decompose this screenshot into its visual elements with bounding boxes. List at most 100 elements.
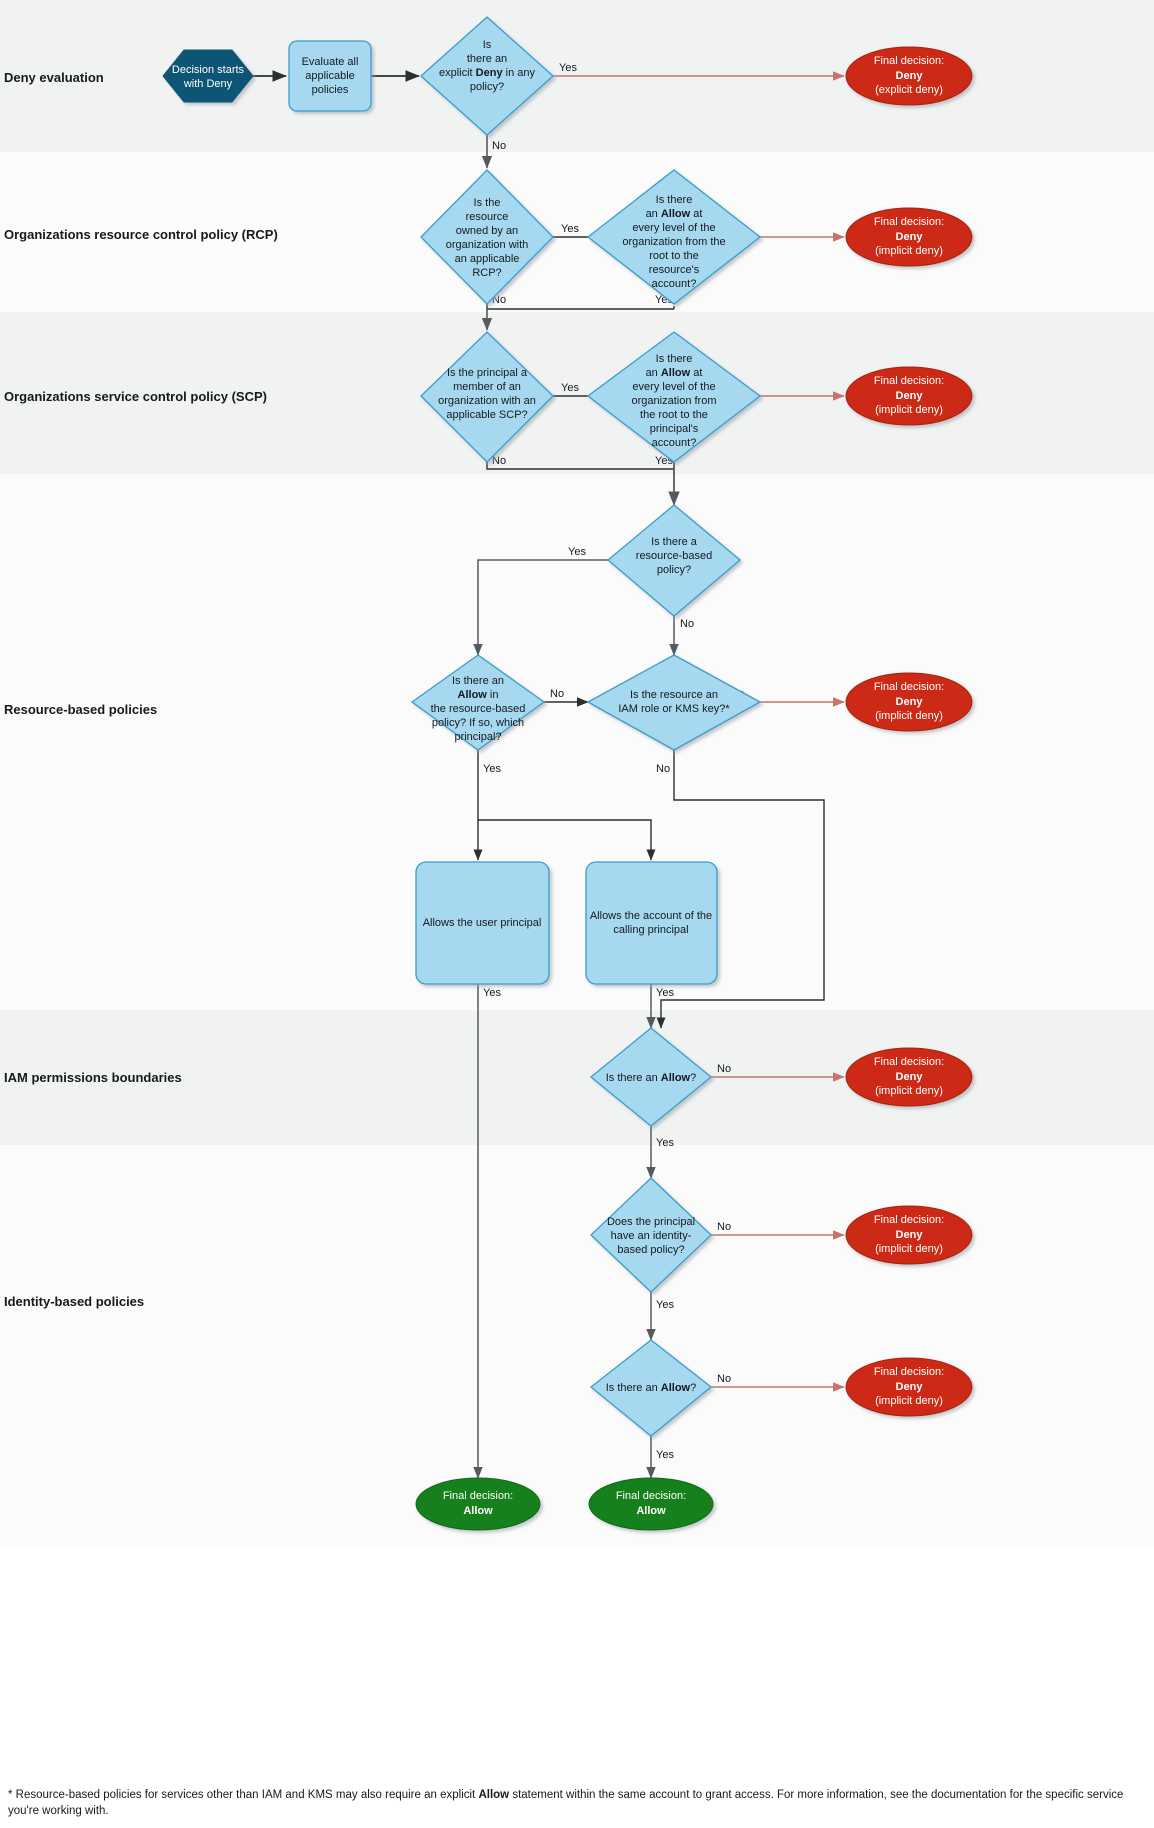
rbp-allow-line-3: the resource-based	[431, 703, 526, 715]
node-is-principal-member-of-org-with-scp[interactable]: Is the principal a member of an organiza…	[420, 331, 554, 463]
ibp-exists-diamond-shape	[590, 1177, 712, 1293]
edge-label-account-yes: Yes	[656, 987, 674, 999]
rbp-exists-line-3: policy?	[657, 564, 691, 576]
node-rcp-allow-every-level[interactable]: Is there an Allow at every level of the …	[586, 169, 762, 305]
deny-implicit-ibp-allow-ellipse-shape	[845, 1357, 973, 1417]
scp-allow-diamond-shape	[586, 331, 762, 463]
deny-implicit-pb-line-2: Deny	[896, 1071, 924, 1083]
allow-right-line-1: Final decision:	[616, 1490, 686, 1502]
node-final-decision-allow-right[interactable]: Final decision: Allow	[588, 1477, 714, 1531]
explicit-deny-line-4: policy?	[470, 81, 504, 93]
node-is-resource-owned-by-org-with-rcp[interactable]: Is the resource owned by an organization…	[420, 169, 554, 305]
node-permissions-boundary-is-there-allow[interactable]: Is there an Allow?	[589, 1027, 713, 1127]
allow-left-ellipse-shape	[415, 1477, 541, 1531]
rcp-allow-line-7: account?	[652, 278, 697, 290]
edge-label-iam-role-kms-no: No	[656, 763, 670, 775]
allow-left-line-2: Allow	[463, 1505, 493, 1517]
deny-implicit-rbp-ellipse-shape	[845, 672, 973, 732]
deny-implicit-rcp-line-1: Final decision:	[874, 216, 944, 228]
node-final-decision-deny-implicit-identity-based-allow[interactable]: Final decision: Deny (implicit deny)	[845, 1357, 973, 1417]
scp-allow-line-1: Is there	[656, 353, 693, 365]
rbp-allow-line-5: principal?	[454, 731, 501, 743]
band-label-rcp: Organizations resource control policy (R…	[4, 227, 278, 242]
node-allows-the-account-of-the-calling-principal[interactable]: Allows the account of the calling princi…	[585, 861, 718, 985]
rcp-owned-line-6: RCP?	[472, 267, 501, 279]
start-line-1: Decision starts	[172, 64, 245, 76]
deny-implicit-pb-ellipse-shape	[845, 1047, 973, 1107]
rcp-owned-line-1: Is the	[474, 197, 501, 209]
edge-label-pb-allow-yes: Yes	[656, 1137, 674, 1149]
rcp-owned-line-3: owned by an	[456, 225, 518, 237]
rbp-allow-line-2: Allow in	[458, 689, 499, 701]
node-final-decision-deny-implicit-permissions-boundary[interactable]: Final decision: Deny (implicit deny)	[845, 1047, 973, 1107]
node-final-decision-deny-implicit-rcp[interactable]: Final decision: Deny (implicit deny)	[845, 207, 973, 267]
rbp-allow-line-4: policy? If so, which	[432, 717, 524, 729]
ibp-exists-line-1: Does the principal	[607, 1216, 695, 1228]
edge-label-rbp-exists-yes: Yes	[568, 546, 586, 558]
allows-user-principal-box-shape	[415, 861, 550, 985]
node-final-decision-allow-left[interactable]: Final decision: Allow	[415, 1477, 541, 1531]
edge-label-pb-allow-no: No	[717, 1063, 731, 1075]
node-decision-starts-with-deny[interactable]: Decision starts with Deny	[162, 49, 254, 103]
node-is-there-explicit-deny[interactable]: Is there an explicit Deny in any policy?	[420, 16, 554, 136]
scp-member-line-3: organization with an	[438, 395, 536, 407]
footnote-text-allow: Allow	[478, 1788, 510, 1801]
node-allows-the-user-principal[interactable]: Allows the user principal	[415, 861, 550, 985]
explicit-deny-line-2: there an	[467, 53, 507, 65]
edge-label-ibp-allow-yes: Yes	[656, 1449, 674, 1461]
edge-scp-member-no	[486, 462, 674, 470]
allow-right-ellipse-shape	[588, 1477, 714, 1531]
edge-label-scp-member-yes: Yes	[561, 382, 579, 394]
scp-member-diamond-shape	[420, 331, 554, 463]
deny-implicit-pb-line-1: Final decision:	[874, 1056, 944, 1068]
rcp-owned-line-4: organization with	[446, 239, 529, 251]
rcp-allow-line-4: organization from the	[622, 236, 725, 248]
deny-implicit-ibp-exists-ellipse-shape	[845, 1205, 973, 1265]
allow-right-line-2: Allow	[636, 1505, 666, 1517]
band-resource-based-bg	[0, 474, 1154, 1010]
evaluate-line-3: policies	[312, 84, 349, 96]
pb-allow-text: Is there an Allow?	[606, 1072, 697, 1084]
node-does-principal-have-identity-based-policy[interactable]: Does the principal have an identity- bas…	[590, 1177, 712, 1293]
node-is-there-resource-based-policy[interactable]: Is there a resource-based policy?	[606, 504, 742, 617]
node-identity-based-is-there-allow[interactable]: Is there an Allow?	[589, 1339, 713, 1437]
deny-explicit-line-1: Final decision:	[874, 55, 944, 67]
edge-iam-role-kms-no	[656, 750, 825, 1029]
node-final-decision-deny-implicit-identity-based-exists[interactable]: Final decision: Deny (implicit deny)	[845, 1205, 973, 1265]
explicit-deny-line-1: Is	[483, 39, 492, 51]
scp-member-line-1: Is the principal a	[447, 367, 528, 379]
node-evaluate-all-applicable-policies[interactable]: Evaluate all applicable policies	[288, 40, 372, 112]
allow-left-line-1: Final decision:	[443, 1490, 513, 1502]
rcp-allow-line-6: resource's	[649, 264, 700, 276]
node-scp-allow-every-level[interactable]: Is there an Allow at every level of the …	[586, 331, 762, 463]
explicit-deny-diamond-shape	[420, 16, 554, 136]
node-is-there-allow-in-resource-based-policy[interactable]: Is there an Allow in the resource-based …	[410, 654, 546, 751]
deny-explicit-line-2: Deny	[896, 70, 924, 82]
deny-implicit-rcp-line-3: (implicit deny)	[875, 245, 943, 257]
edge-label-ibp-exists-no: No	[717, 1221, 731, 1233]
edge-rbp-exists-yes	[473, 559, 608, 656]
band-label-permissions-boundaries: IAM permissions boundaries	[4, 1070, 182, 1085]
node-final-decision-deny-implicit-scp[interactable]: Final decision: Deny (implicit deny)	[845, 366, 973, 426]
node-is-resource-iam-role-or-kms-key[interactable]: Is the resource an IAM role or KMS key?*	[586, 654, 762, 751]
rcp-allow-line-2: an Allow at	[646, 208, 703, 220]
allows-account-line-2: calling principal	[613, 924, 688, 936]
deny-explicit-line-3: (explicit deny)	[875, 84, 943, 96]
iam-role-kms-diamond-shape	[586, 654, 762, 751]
allows-account-line-1: Allows the account of the	[590, 910, 712, 922]
rbp-exists-line-2: resource-based	[636, 550, 712, 562]
rbp-exists-diamond-shape	[606, 504, 742, 617]
band-label-resource-based: Resource-based policies	[4, 702, 157, 717]
edge-label-user-principal-yes: Yes	[483, 987, 501, 999]
rcp-owned-diamond-shape	[420, 169, 554, 305]
edge-label-explicit-deny-no: No	[492, 140, 506, 152]
rbp-allow-line-1: Is there an	[452, 675, 504, 687]
evaluate-box-shape	[288, 40, 372, 112]
footnote-text-c: statement within the same account to gra…	[8, 1788, 1124, 1818]
deny-explicit-ellipse-shape	[845, 46, 973, 106]
edge-label-scp-member-no: No	[492, 455, 506, 467]
node-final-decision-deny-explicit[interactable]: Final decision: Deny (explicit deny)	[845, 46, 973, 106]
node-final-decision-deny-implicit-resource-based[interactable]: Final decision: Deny (implicit deny)	[845, 672, 973, 732]
deny-implicit-scp-ellipse-shape	[845, 366, 973, 426]
rcp-owned-line-2: resource	[466, 211, 509, 223]
